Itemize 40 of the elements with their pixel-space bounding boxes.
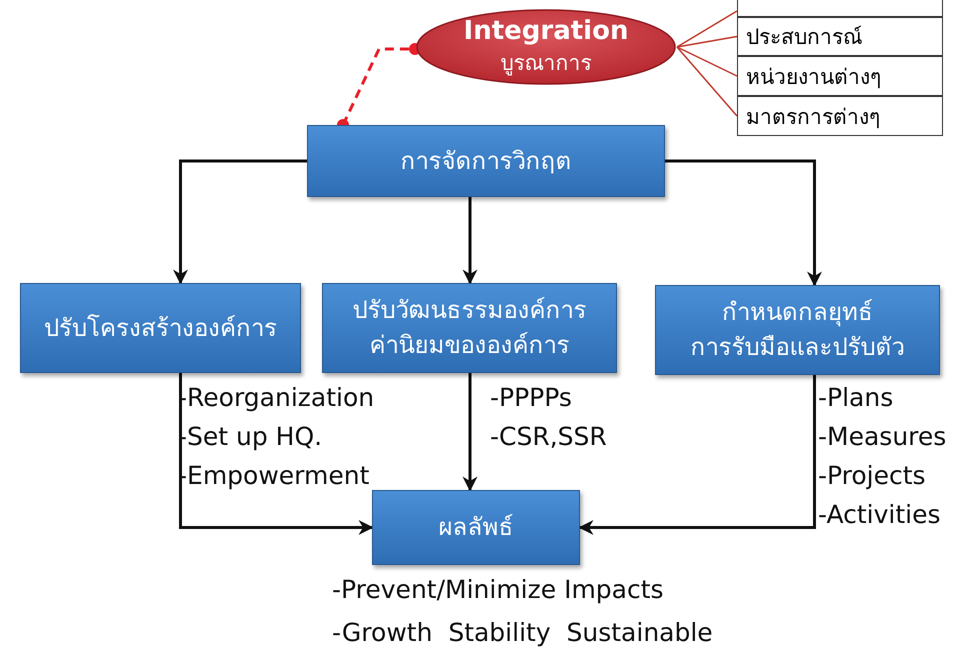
process-box xyxy=(322,283,617,373)
connector-line xyxy=(676,36,738,48)
bullet-item: -Measures xyxy=(818,422,946,452)
connector-line xyxy=(676,10,738,48)
node-label: ผลลัพธ์ xyxy=(438,512,514,544)
node-subtitle: บูรณาการ xyxy=(500,50,592,78)
bullet-item: -Projects xyxy=(818,461,926,491)
arrow xyxy=(462,373,478,492)
process-box xyxy=(372,490,580,565)
bullet-item: -Reorganization xyxy=(178,383,374,413)
bullet-item: -CSR,SSR xyxy=(490,422,607,452)
connector-line xyxy=(676,46,738,77)
bullet-item: -Growth Stability Sustainable xyxy=(332,618,713,648)
arrow xyxy=(173,160,307,284)
bullet-item: -PPPPs xyxy=(490,383,572,413)
node-label: การจัดการวิกฤต xyxy=(400,146,572,177)
arrow xyxy=(665,160,822,286)
ellipse-node xyxy=(415,8,677,86)
node-label: ประสบการณ์ xyxy=(746,24,862,51)
node-label: หน่วยงานต่างๆ xyxy=(746,64,881,90)
bullet-item: -Prevent/Minimize Impacts xyxy=(332,575,664,605)
node-label: มาตรการต่างๆ xyxy=(746,104,880,130)
bullet-item: -Plans xyxy=(818,383,894,413)
arrow xyxy=(462,197,478,284)
process-box xyxy=(307,125,665,197)
node-label: ปรับโครงสร้างองค์การ xyxy=(44,312,277,344)
node-label: ปรับวัฒนธรรมองค์การ ค่านิยมขององค์การ xyxy=(352,295,588,361)
list-box xyxy=(737,17,943,56)
process-box xyxy=(655,285,940,375)
bullet-item: -Empowerment xyxy=(178,461,370,491)
node-title: Integration xyxy=(464,16,628,46)
arrow xyxy=(578,375,816,535)
process-box xyxy=(20,283,301,373)
list-box xyxy=(737,96,943,136)
bullet-item: -Set up HQ. xyxy=(178,422,322,452)
list-box xyxy=(737,56,943,96)
connector-line xyxy=(676,46,738,116)
arrow xyxy=(179,373,374,535)
bullet-item: -Activities xyxy=(818,500,941,530)
node-label: กำหนดกลยุทธ์ การรับมือและปรับตัว xyxy=(690,297,906,363)
